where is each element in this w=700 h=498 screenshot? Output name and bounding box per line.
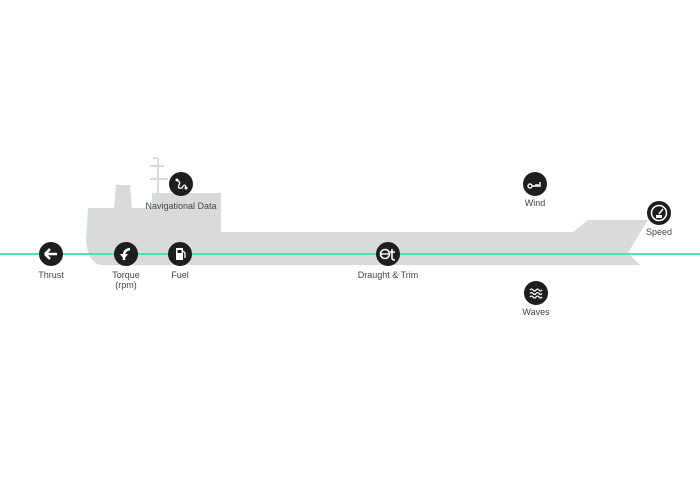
fuel-label: Fuel xyxy=(171,270,189,280)
torque-text: Torque xyxy=(112,270,140,280)
draught-trim-label: Draught & Trim xyxy=(357,270,419,280)
waves-label: Waves xyxy=(522,307,550,317)
thrust-label: Thrust xyxy=(38,270,64,280)
fuel-icon[interactable] xyxy=(168,242,192,266)
funnel xyxy=(114,185,132,208)
torque-unit: (rpm) xyxy=(115,280,137,290)
torque-icon[interactable] xyxy=(114,242,138,266)
draught-trim-icon[interactable] xyxy=(376,242,400,266)
hull xyxy=(86,193,648,265)
speed-icon[interactable] xyxy=(647,201,671,225)
speed-label: Speed xyxy=(645,227,673,237)
navigation-icon[interactable] xyxy=(169,172,193,196)
torque-label: Torque(rpm) xyxy=(76,270,176,290)
thrust-icon[interactable] xyxy=(39,242,63,266)
wind-label: Wind xyxy=(524,198,546,208)
waves-icon[interactable] xyxy=(524,281,548,305)
wind-icon[interactable] xyxy=(523,172,547,196)
mast-part xyxy=(153,157,157,159)
navigation-label: Navigational Data xyxy=(145,201,217,211)
